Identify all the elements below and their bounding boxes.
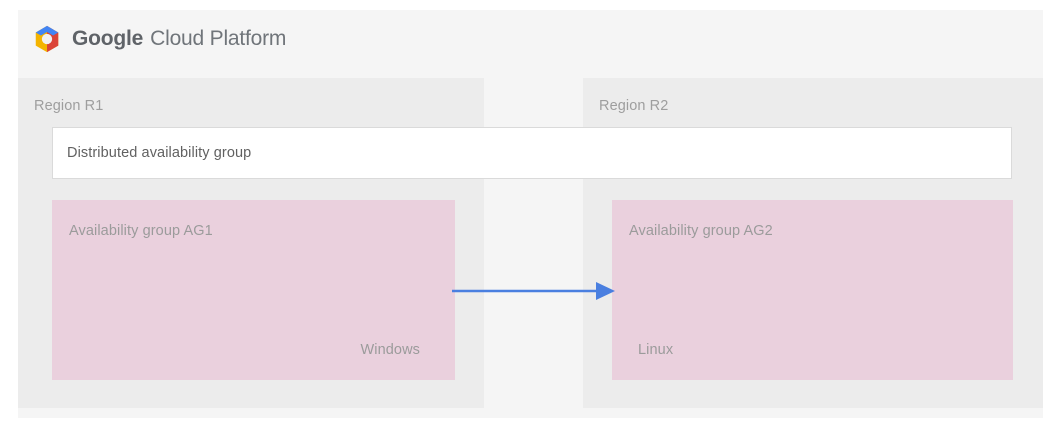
distributed-availability-group-label: Distributed availability group: [67, 145, 252, 161]
page-header: Google Cloud Platform: [18, 10, 1043, 68]
availability-group-box-ag1: Availability group AG1 Windows: [52, 200, 455, 380]
region-label-r1: Region R1: [34, 98, 104, 114]
availability-group-title-ag1: Availability group AG1: [69, 223, 213, 239]
availability-group-title-ag2: Availability group AG2: [629, 223, 773, 239]
google-cloud-platform-logo-icon: [35, 25, 59, 53]
os-label-linux: Linux: [638, 342, 674, 358]
brand-wordmark: Google Cloud Platform: [72, 27, 286, 51]
region-label-r2: Region R2: [599, 98, 669, 114]
availability-group-box-ag2: Availability group AG2 Linux: [612, 200, 1013, 380]
distributed-availability-group-box: Distributed availability group: [52, 127, 1012, 179]
brand-primary-text: Google: [72, 27, 144, 50]
os-label-windows: Windows: [360, 342, 420, 358]
brand-secondary-text: Cloud Platform: [150, 27, 287, 50]
